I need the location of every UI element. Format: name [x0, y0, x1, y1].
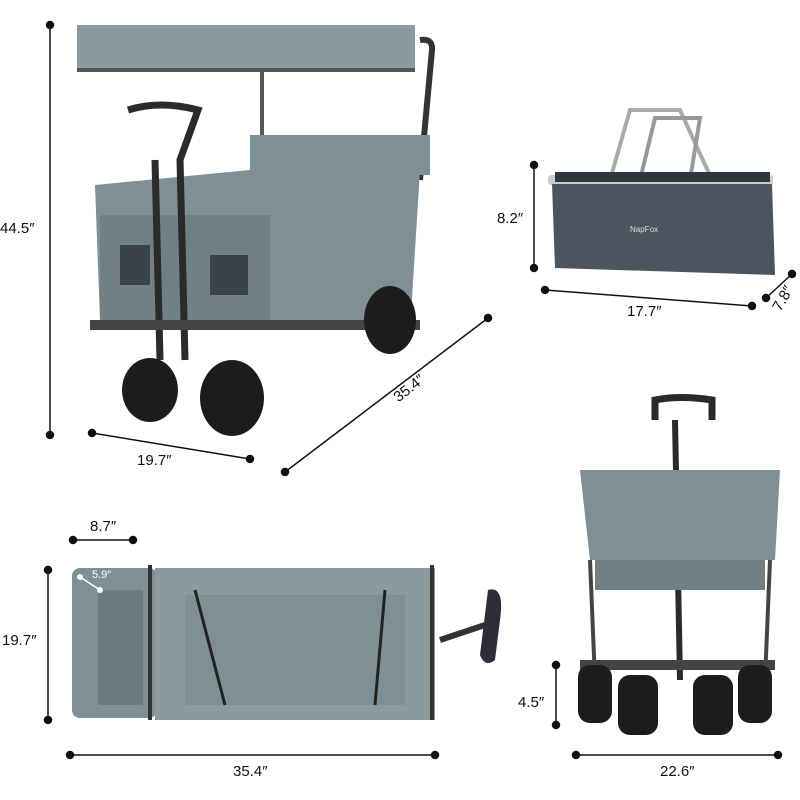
ground-clearance-label: 4.5″: [518, 694, 545, 711]
cooler-height-label: 8.2″: [497, 210, 524, 227]
pocket-depth-label: 5.9″: [92, 569, 112, 581]
brand-logo: NapFox: [630, 225, 659, 234]
folded-width-label: 19.7″: [2, 632, 37, 649]
wheelbase-width-label: 22.6″: [660, 763, 695, 780]
wagon-front-view: [578, 394, 780, 735]
dimension-lines: [43, 20, 797, 760]
wagon-width-label: 19.7″: [137, 452, 172, 469]
pocket-width-label: 8.7″: [90, 518, 117, 535]
wagon-with-canopy: [77, 25, 436, 436]
cooler-length-label: 17.7″: [627, 303, 662, 320]
wagon-height-label: 44.5″: [0, 220, 35, 237]
folded-length-label: 35.4″: [233, 763, 268, 780]
cooler-basket: [548, 108, 775, 275]
folded-wagon-top-view: [72, 565, 502, 720]
